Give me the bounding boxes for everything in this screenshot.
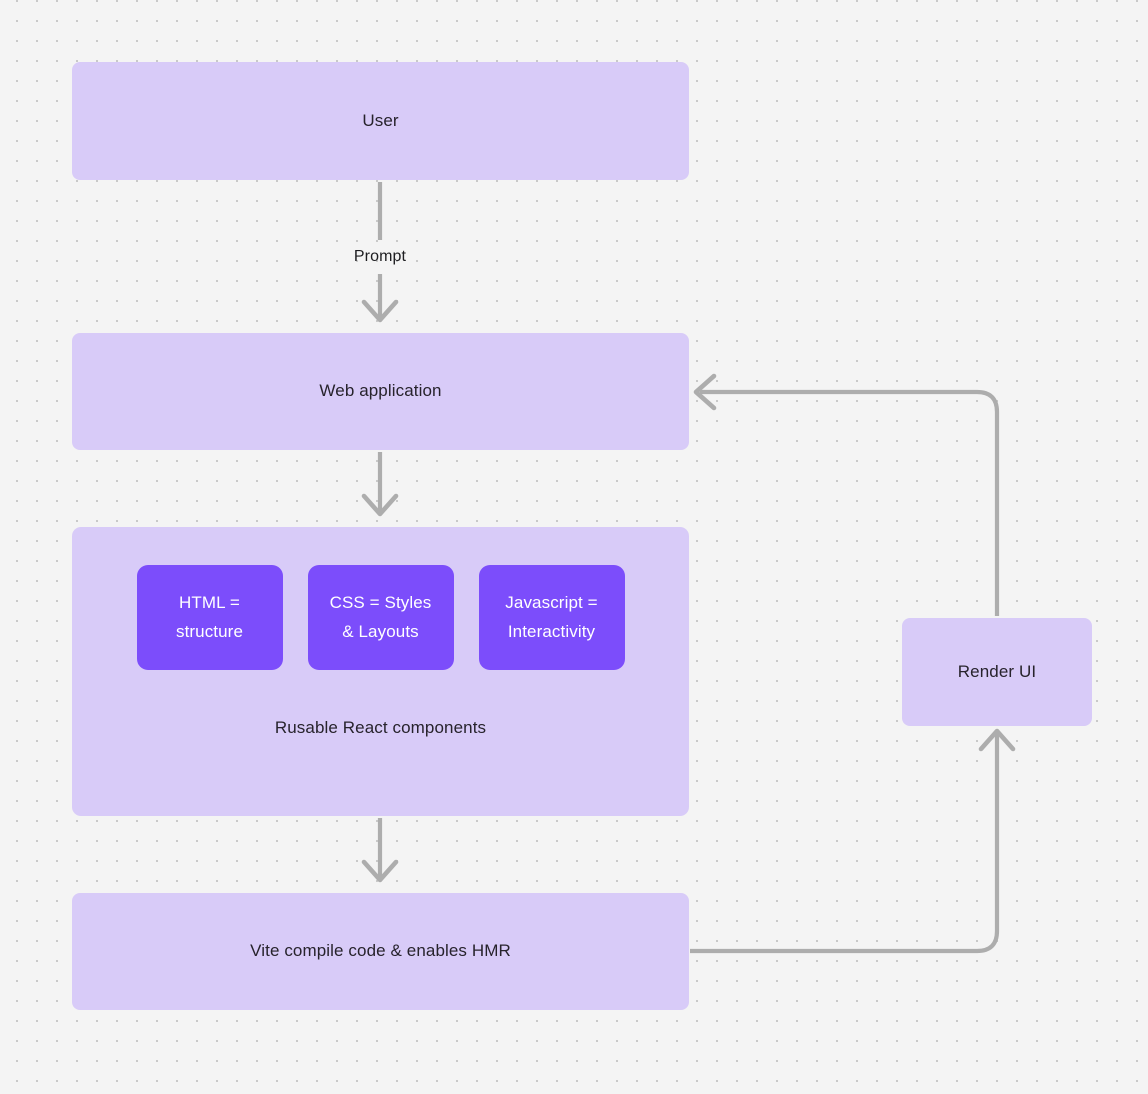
edge-label-prompt: Prompt: [353, 248, 407, 265]
node-render-ui-label: Render UI: [957, 661, 1037, 681]
node-user[interactable]: User: [72, 62, 689, 180]
node-web-application[interactable]: Web application: [72, 333, 689, 450]
arrowhead-down-prompt: [361, 299, 399, 323]
edge-render-to-webapp: [693, 373, 1000, 616]
chip-html-line1: HTML =: [179, 592, 240, 612]
node-user-label: User: [362, 110, 399, 130]
arrowhead-left-webapp: [693, 373, 717, 411]
chip-javascript[interactable]: Javascript = Interactivity: [478, 565, 625, 670]
chip-css[interactable]: CSS = Styles & Layouts: [307, 565, 454, 670]
chip-html[interactable]: HTML = structure: [136, 565, 283, 670]
chip-css-label: CSS = Styles & Layouts: [330, 589, 432, 647]
arrowhead-up-render: [978, 728, 1016, 752]
edge-webapp-to-group: [361, 452, 399, 517]
chip-html-label: HTML = structure: [176, 589, 243, 647]
arrowhead-down-group: [361, 493, 399, 517]
node-vite[interactable]: Vite compile code & enables HMR: [72, 893, 689, 1010]
chip-javascript-label: Javascript = Interactivity: [505, 589, 597, 647]
node-react-components-group[interactable]: HTML = structure CSS = Styles & Layouts …: [72, 527, 689, 816]
group-caption: Rusable React components: [274, 718, 487, 737]
chip-html-line2: structure: [175, 621, 244, 641]
chip-css-line1: CSS = Styles: [329, 592, 432, 612]
chip-row: HTML = structure CSS = Styles & Layouts …: [72, 565, 689, 670]
chip-css-line2: & Layouts: [342, 621, 419, 641]
node-vite-label: Vite compile code & enables HMR: [250, 941, 511, 961]
arrowhead-down-vite: [361, 859, 399, 883]
edge-segment: [690, 733, 1000, 954]
chip-javascript-line1: Javascript =: [505, 592, 598, 612]
node-web-application-label: Web application: [319, 381, 442, 401]
node-render-ui[interactable]: Render UI: [902, 618, 1092, 726]
edge-segment: [700, 389, 1000, 616]
edge-vite-to-render: [690, 728, 1016, 954]
edge-group-to-vite: [361, 818, 399, 883]
chip-javascript-line2: Interactivity: [507, 621, 596, 641]
